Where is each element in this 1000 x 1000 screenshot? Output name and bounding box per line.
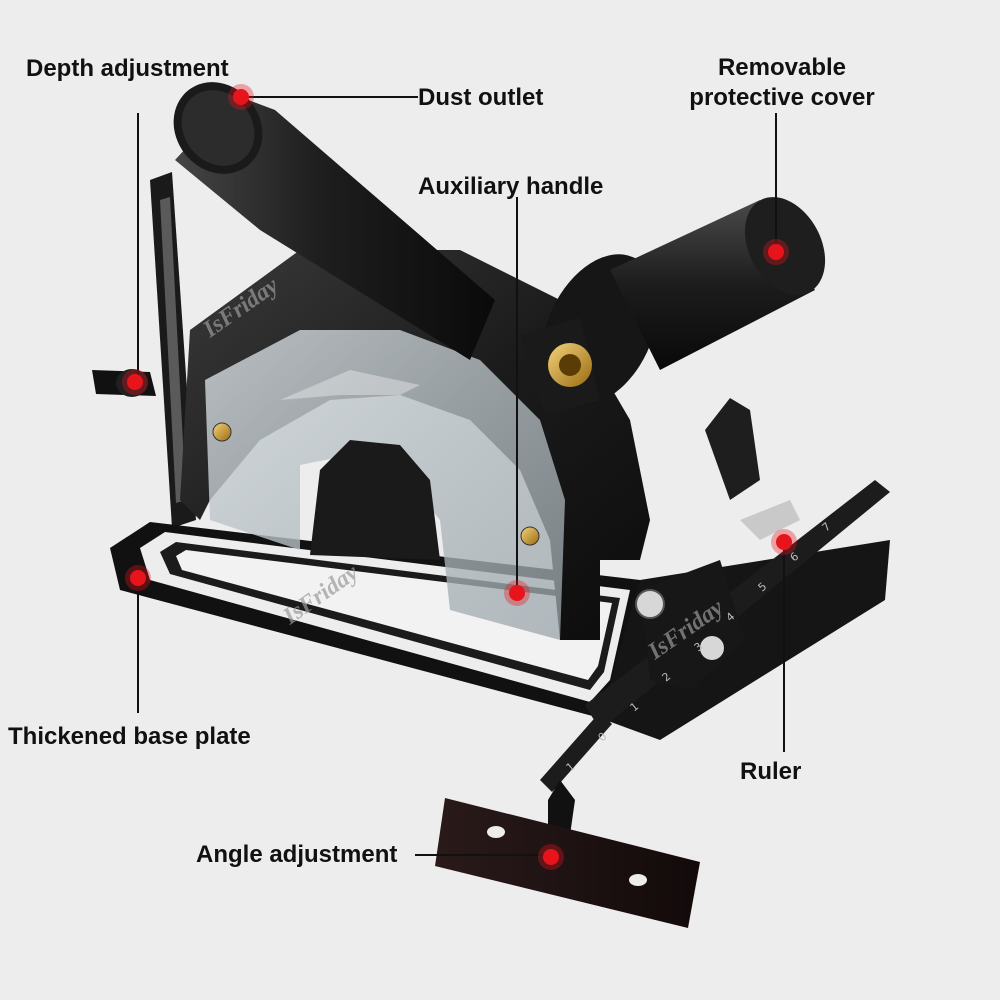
label-dust-outlet: Dust outlet: [418, 84, 544, 111]
label-angle-adjustment: Angle adjustment: [196, 841, 398, 868]
label-depth-adjustment: Depth adjustment: [26, 55, 229, 82]
label-removable-cover-line1: Removable: [717, 54, 847, 81]
marker-auxiliary-handle: [509, 585, 525, 601]
label-ruler: Ruler: [740, 758, 802, 785]
ruler-number: 0: [596, 730, 610, 744]
angle-adjustment-plate: [435, 798, 700, 928]
marker-depth-adjustment: [127, 374, 143, 390]
marker-base-plate: [130, 570, 146, 586]
label-auxiliary-handle: Auxiliary handle: [418, 173, 604, 200]
marker-dust-outlet: [233, 89, 249, 105]
auxiliary-handle: [520, 197, 826, 415]
marker-removable-cover: [768, 244, 784, 260]
marker-angle-adjustment: [543, 849, 559, 865]
label-thickened-base-plate: Thickened base plate: [8, 723, 251, 750]
dust-outlet-tube: [173, 82, 495, 360]
depth-adjustment-arm: [92, 172, 196, 528]
label-removable-cover-line2: protective cover: [689, 84, 875, 111]
leader-lines: [137, 96, 785, 856]
marker-dots: [122, 84, 797, 870]
marker-ruler: [776, 534, 792, 550]
angle-bracket: [635, 398, 800, 690]
